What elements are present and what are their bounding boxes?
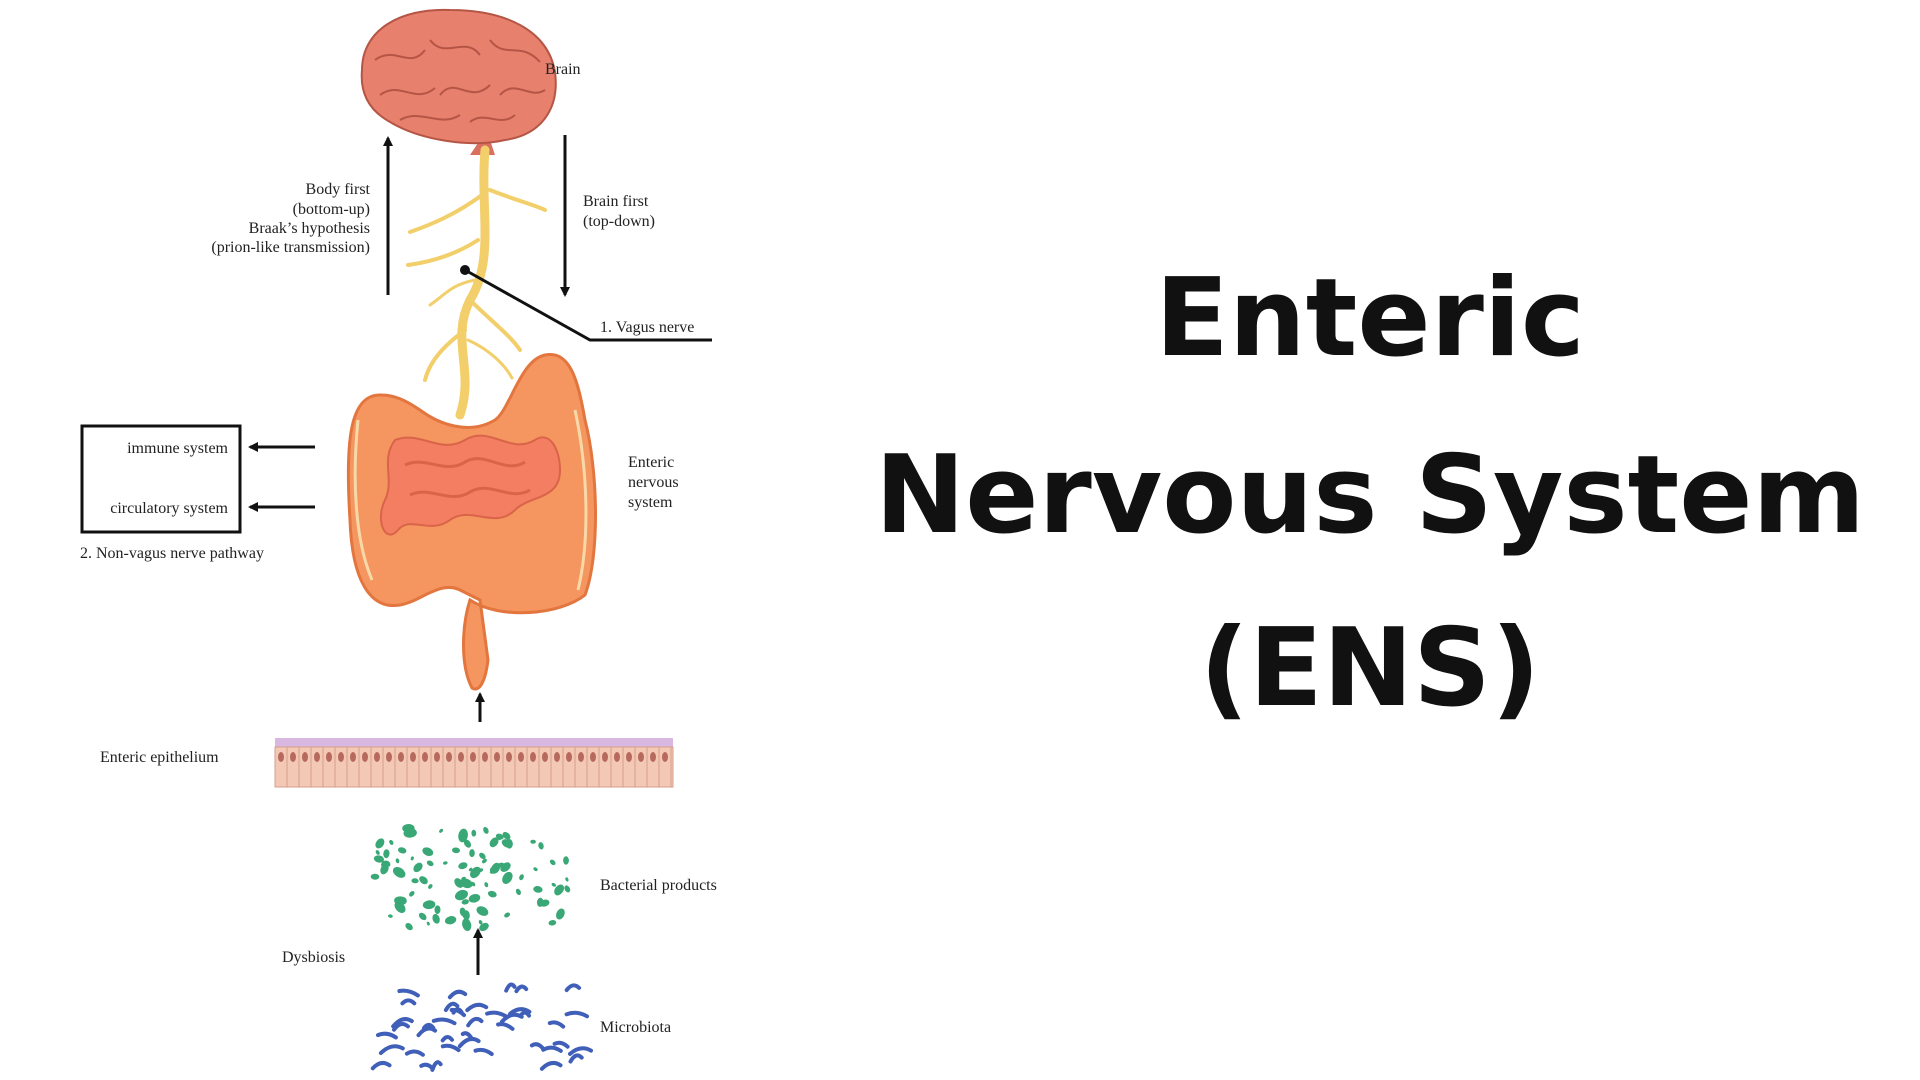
brain-illustration xyxy=(360,8,557,155)
body-first-label-line4: (prion-like transmission) xyxy=(211,239,370,256)
intestine-illustration xyxy=(346,353,597,691)
ens-label-line3: system xyxy=(628,494,673,511)
brain-label: Brain xyxy=(545,61,581,78)
title-line-1: Enteric xyxy=(1155,256,1585,381)
vagus-nerve-label: 1. Vagus nerve xyxy=(600,319,694,336)
title-line-3: (ENS) xyxy=(1200,606,1541,731)
ens-label-line1: Enteric xyxy=(628,454,674,471)
bacterial-products-illustration xyxy=(370,823,571,932)
enteric-epithelium-label: Enteric epithelium xyxy=(100,749,219,766)
circulatory-system-label: circulatory system xyxy=(110,500,228,517)
enteric-epithelium-illustration xyxy=(274,738,674,788)
immune-system-label: immune system xyxy=(127,440,228,457)
non-vagus-pathway-box xyxy=(80,424,242,534)
microbiota-label: Microbiota xyxy=(600,1019,671,1036)
body-first-label-line2: (bottom-up) xyxy=(293,201,370,218)
vagus-nerve-illustration xyxy=(406,145,547,420)
brain-first-label-line2: (top-down) xyxy=(583,213,655,230)
vagus-nerve-pointer xyxy=(460,265,712,342)
non-vagus-pathway-label: 2. Non-vagus nerve pathway xyxy=(80,545,264,562)
dysbiosis-label: Dysbiosis xyxy=(282,949,345,966)
bacterial-products-label: Bacterial products xyxy=(600,877,717,894)
brain-first-label-line1: Brain first xyxy=(583,193,649,210)
microbiota-illustration xyxy=(370,982,593,1072)
body-first-label-line1: Body first xyxy=(306,181,371,198)
title-line-2: Nervous System xyxy=(875,433,1865,558)
ens-label-line2: nervous xyxy=(628,474,679,491)
body-first-label-line3: Braak’s hypothesis xyxy=(249,220,370,237)
